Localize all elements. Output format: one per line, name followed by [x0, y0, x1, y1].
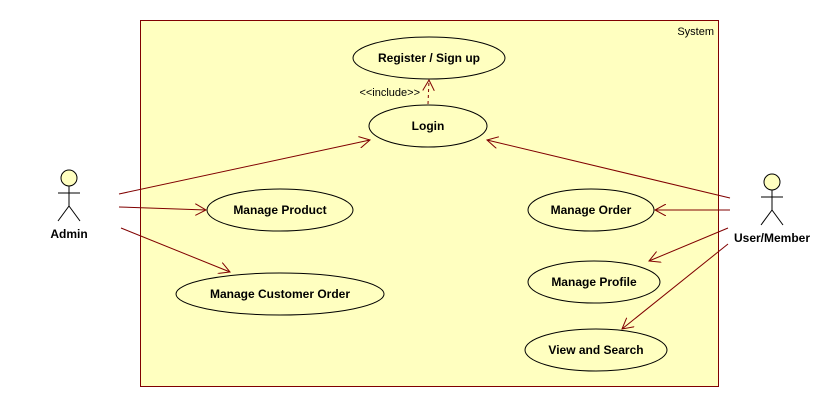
- use-case-login-label: Login: [412, 119, 445, 133]
- member-actor-label: User/Member: [734, 231, 810, 245]
- member-view-search-association: [622, 243, 729, 329]
- use-case-login[interactable]: Login: [368, 104, 488, 148]
- use-case-register[interactable]: Register / Sign up: [352, 36, 506, 80]
- use-case-manage-order-label: Manage Order: [551, 203, 632, 217]
- system-label: System: [677, 26, 714, 38]
- member-actor[interactable]: User/Member: [734, 173, 810, 245]
- use-case-manage-product[interactable]: Manage Product: [206, 188, 354, 232]
- use-case-view-search-label: View and Search: [548, 343, 643, 357]
- use-case-manage-profile[interactable]: Manage Profile: [527, 260, 661, 304]
- member-login-association: [487, 140, 731, 199]
- use-case-manage-product-label: Manage Product: [233, 203, 326, 217]
- use-case-manage-customer-order[interactable]: Manage Customer Order: [175, 272, 385, 316]
- use-case-manage-profile-label: Manage Profile: [551, 275, 637, 289]
- include-label: <<include>>: [359, 87, 420, 99]
- use-case-view-search[interactable]: View and Search: [524, 328, 668, 372]
- admin-login-association: [118, 140, 370, 195]
- admin-manage-customer-order-association: [120, 227, 230, 272]
- admin-actor-label: Admin: [50, 227, 87, 241]
- use-case-manage-customer-order-label: Manage Customer Order: [210, 287, 350, 301]
- admin-manage-product-association: [118, 207, 206, 210]
- use-case-register-label: Register / Sign up: [378, 51, 480, 65]
- include-arrow: [428, 80, 429, 105]
- admin-actor[interactable]: Admin: [50, 169, 88, 241]
- member-manage-profile-association: [649, 227, 729, 261]
- use-case-manage-order[interactable]: Manage Order: [527, 188, 655, 232]
